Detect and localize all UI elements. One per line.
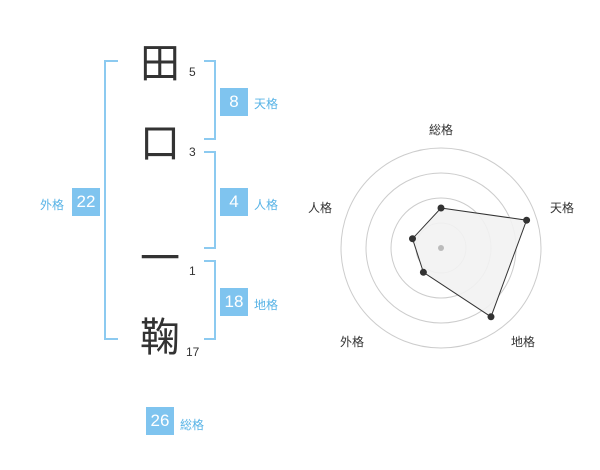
soukaku-label: 総格 bbox=[180, 418, 205, 432]
jinkaku-badge: 4 bbox=[220, 188, 248, 216]
stroke-count-1: 5 bbox=[189, 65, 196, 79]
chikaku-bracket bbox=[204, 260, 216, 340]
gaikaku-bracket bbox=[104, 60, 118, 340]
radar-center bbox=[438, 245, 444, 251]
tenkaku-label: 天格 bbox=[254, 97, 279, 111]
radar-shape bbox=[411, 207, 528, 318]
tenkaku-bracket bbox=[204, 60, 216, 140]
name-char-4: 鞠 bbox=[140, 315, 180, 361]
radar-axis-label-gaikaku: 外格 bbox=[340, 334, 364, 349]
radar-axis-label-jinkaku: 人格 bbox=[308, 200, 332, 215]
radar-point-3 bbox=[419, 268, 427, 276]
radar-axis-label-chikaku: 地格 bbox=[511, 334, 535, 349]
name-char-3: 一 bbox=[140, 236, 180, 282]
jinkaku-bracket bbox=[204, 151, 216, 249]
gaikaku-label: 外格 bbox=[40, 198, 65, 212]
radar-point-1 bbox=[523, 216, 531, 224]
name-char-2: 口 bbox=[140, 121, 180, 167]
radar-points bbox=[409, 204, 531, 321]
radar-point-0 bbox=[437, 204, 445, 212]
radar-axis-label-soukaku: 総格 bbox=[429, 122, 453, 137]
soukaku-badge: 26 bbox=[146, 407, 174, 435]
name-char-1: 田 bbox=[140, 41, 180, 87]
jinkaku-label: 人格 bbox=[254, 198, 279, 212]
gaikaku-badge: 22 bbox=[72, 188, 100, 216]
radar-axis-label-tenkaku: 天格 bbox=[550, 200, 574, 215]
chikaku-label: 地格 bbox=[254, 298, 279, 312]
tenkaku-badge: 8 bbox=[220, 88, 248, 116]
stroke-count-3: 1 bbox=[189, 264, 196, 278]
chikaku-badge: 18 bbox=[220, 288, 248, 316]
stroke-count-4: 17 bbox=[186, 345, 200, 359]
stroke-count-2: 3 bbox=[189, 145, 196, 159]
radar-point-2 bbox=[487, 313, 495, 321]
radar-ring bbox=[340, 147, 542, 349]
radar-point-4 bbox=[409, 235, 416, 243]
